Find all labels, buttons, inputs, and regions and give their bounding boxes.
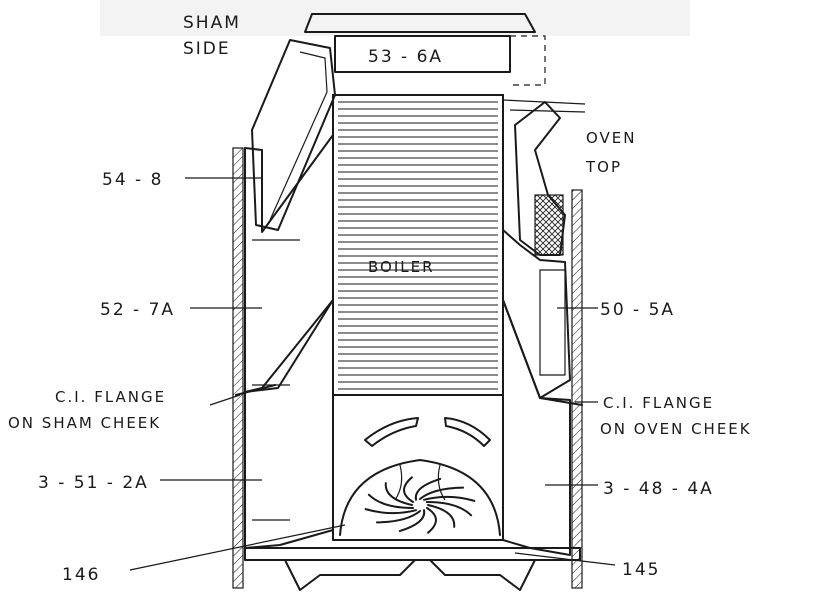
boiler-fins [338, 101, 498, 390]
flange-right [539, 397, 583, 406]
label-flange-left-1: C.I. FLANGE [55, 388, 166, 406]
label-145: 145 [622, 560, 660, 580]
boiler-body [332, 94, 504, 396]
leader-flange-left [209, 394, 241, 406]
label-flange-left-2: ON SHAM CHEEK [8, 414, 161, 432]
label-top-part: 53 - 6A [368, 47, 443, 67]
scan-band [100, 0, 690, 36]
label-3-51-2a: 3 - 51 - 2A [38, 473, 149, 493]
label-oven-top-1: OVEN [586, 129, 637, 147]
label-flange-right-2: ON OVEN CHEEK [600, 420, 752, 438]
right-outer-wall [571, 189, 583, 589]
grate-swirl [364, 476, 476, 534]
sham-side-panel [251, 39, 336, 231]
label-flange-right-1: C.I. FLANGE [603, 394, 714, 412]
stove-base [244, 547, 581, 561]
label-50-5a: 50 - 5A [600, 300, 675, 320]
top-block [334, 35, 511, 73]
top-cap [304, 13, 536, 33]
stove-feet [284, 559, 536, 591]
label-sham-side-1: SHAM [183, 13, 241, 33]
flange-left [235, 384, 276, 396]
label-54-8: 54 - 8 [102, 170, 163, 190]
firebox [332, 394, 504, 541]
top-block-dashed [510, 35, 546, 86]
label-boiler: BOILER [368, 258, 435, 276]
label-oven-top-2: TOP [585, 158, 622, 176]
fire-arc-left [364, 417, 419, 447]
right-cheek-lower [502, 299, 571, 556]
left-cheek-lower [244, 299, 334, 549]
label-3-48-4a: 3 - 48 - 4A [603, 479, 714, 499]
leader-145 [514, 552, 616, 566]
label-52-7a: 52 - 7A [100, 300, 175, 320]
left-cheek-upper [244, 134, 334, 393]
leader-146 [129, 524, 346, 571]
fire-arc-right [444, 417, 491, 447]
label-sham-side-2: SIDE [183, 39, 231, 59]
grate-outer [339, 459, 501, 536]
oven-top-brick [534, 194, 564, 256]
label-146: 146 [62, 565, 100, 585]
left-outer-wall [232, 147, 244, 589]
